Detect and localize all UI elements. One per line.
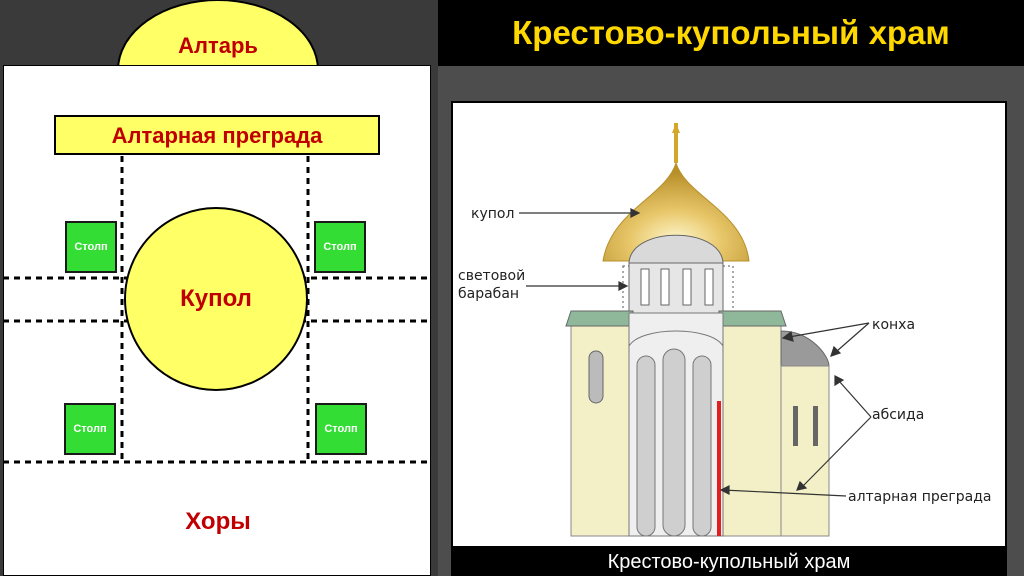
pillar-bottom-right: Столп <box>315 403 367 455</box>
label-concha: конха <box>872 317 916 333</box>
pillar-top-right: Столп <box>314 221 366 273</box>
slide-title: Крестово-купольный храм <box>512 14 950 51</box>
label-drum-2: барабан <box>458 286 520 302</box>
label-drum-1: световой <box>458 268 526 284</box>
choir-label: Хоры <box>185 508 251 535</box>
pillar-top-left: Столп <box>65 221 117 273</box>
dome-circle <box>124 207 308 391</box>
pillar-bottom-left: Столп <box>64 403 116 455</box>
label-altar-barrier: алтарная преграда <box>848 489 992 505</box>
altar-barrier <box>54 115 380 155</box>
label-dome: купол <box>471 206 515 222</box>
caption-bar <box>451 548 1007 576</box>
illustration-caption: Крестово-купольный храм <box>607 551 851 573</box>
dome-label: Купол <box>180 285 252 312</box>
altar-label: Алтарь <box>178 33 258 58</box>
label-apse: абсида <box>872 407 925 423</box>
church-illustration <box>519 123 872 537</box>
plan-grid-lines <box>3 156 431 464</box>
title-bar <box>438 0 1024 66</box>
altar-semicircle <box>116 0 320 70</box>
altar-barrier-label: Алтарная преграда <box>111 123 323 148</box>
